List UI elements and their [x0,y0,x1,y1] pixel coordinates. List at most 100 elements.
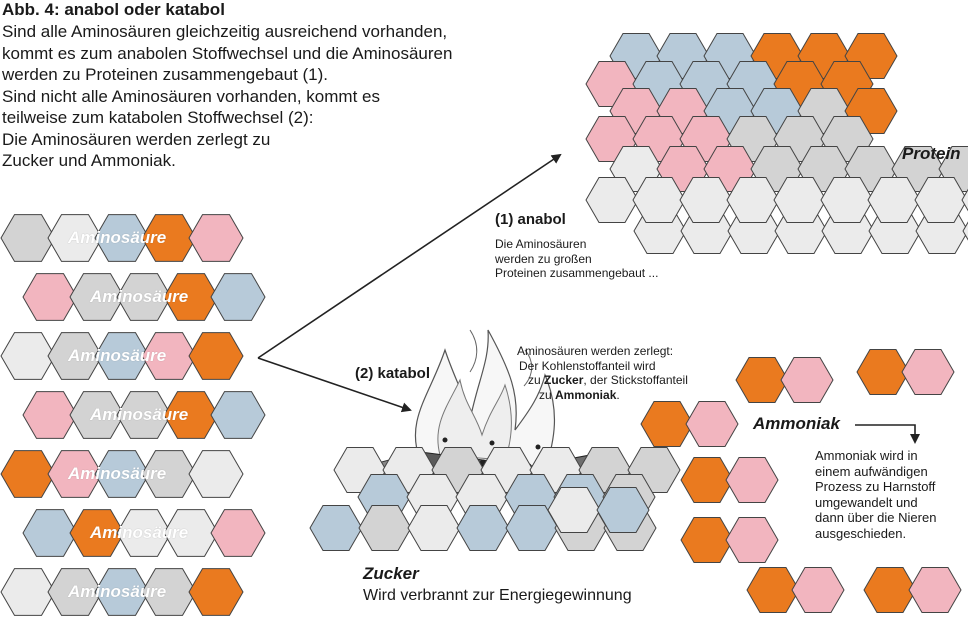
intro-text: Sind alle Aminosäuren gleichzeitig ausre… [2,21,562,172]
intro-line: teilweise zum katabolen Stoffwechsel (2)… [2,108,314,127]
amino-acid-hex [141,450,197,498]
chain-label: Aminosäure [68,464,167,483]
ammoniak-term: Ammoniak [555,387,617,402]
ammoniak-description: Ammoniak wird in einem aufwändigen Proze… [815,448,936,541]
katabol-line: Der Kohlenstoffanteil wird [519,358,656,373]
ammoniak-line: Prozess zu Harnstoff [815,479,936,494]
chain-label: Aminosäure [68,346,167,365]
amino-acid-hex [0,332,56,380]
anabol-line: Proteinen zusammengebaut ... [495,266,659,280]
amino-acid-hex [210,509,266,557]
amino-acid-hex [47,568,103,616]
protein-hex [820,177,874,223]
sugar-hex [456,505,510,551]
protein-hex [585,177,639,223]
amino-acid-hex [69,509,125,557]
zucker-subtext: Wird verbrannt zur Energiegewinnung [363,587,632,604]
ember-dot [535,444,541,450]
katabol-line: zu Zucker, der Stickstoffanteil [517,373,688,388]
amino-acid-hex [163,509,219,557]
arrow-anabol [257,153,562,359]
protein-label: Protein [902,144,961,163]
ammonia-hex [856,349,910,395]
ammonia-hex [685,401,739,447]
katabol-description: Aminosäuren werden zerlegt: Der Kohlenst… [517,344,688,402]
ember-dot [442,437,448,443]
katabol-line4-pre: zu [539,387,556,402]
ammoniak-line: Ammoniak wird in [815,448,918,463]
intro-line: Zucker und Ammoniak. [2,151,176,170]
chain-label: Aminosäure [90,405,189,424]
protein-hex [726,177,780,223]
sugar-hex [596,487,650,533]
amino-acid-hex [0,568,56,616]
amino-acid-hex [0,450,56,498]
sugar-hex [358,505,412,551]
anabol-line: Die Aminosäuren [495,237,587,251]
amino-acid-hex [94,332,150,380]
protein-hex [679,177,733,223]
anabol-heading: (1) anabol [495,211,566,228]
amino-acid-hex [47,214,103,262]
ammoniak-label: Ammoniak [753,414,840,433]
amino-acid-hex [141,332,197,380]
intro-line: Sind nicht alle Aminosäuren vorhanden, k… [2,86,380,106]
ammonia-hex [746,567,800,613]
ammoniak-line: dann über die Nieren [815,510,937,525]
ammonia-hex [908,567,962,613]
protein-hex [962,221,968,241]
anabol-line: werden zu großen [495,251,592,266]
amino-acid-hex [188,450,244,498]
protein-hex [914,177,968,223]
amino-acid-hex [188,568,244,616]
chain-label: Aminosäure [90,523,189,542]
amino-acid-hex [141,214,197,262]
amino-acid-hex [116,391,172,439]
amino-acid-hex [47,450,103,498]
intro-line: Die Aminosäuren werden zerlegt zu [2,129,271,149]
ammonia-hex [680,457,734,503]
katabol-line3-post: , der Stickstoffanteil [583,373,688,387]
ammoniak-line: ausgeschieden. [815,525,907,541]
arrow-ammoniak [855,424,920,444]
chain-label: Aminosäure [68,228,167,247]
protein-hex [867,177,921,223]
arrow-katabol [257,357,412,413]
sugar-hex [547,487,601,533]
katabol-heading: (2) katabol [355,365,431,382]
sugar-hex [407,505,461,551]
amino-acid-hex [188,214,244,262]
amino-acid-hex [22,273,78,321]
amino-acid-hex [22,391,78,439]
ember-dot [489,440,495,446]
sugar-hex [309,505,363,551]
amino-acid-hex [47,332,103,380]
ammonia-hex [780,357,834,403]
amino-acid-hex [69,391,125,439]
figure-title: Abb. 4: anabol oder katabol [2,0,225,19]
chain-label: Aminosäure [68,582,167,601]
sugar-hex [505,505,559,551]
flame-curl [469,329,478,373]
amino-acid-hex [210,273,266,321]
flame-inner [437,378,512,461]
ammonia-hex-pairs [640,349,962,613]
ember-dot [480,459,486,465]
amino-acid-hex [69,273,125,321]
amino-acid-hex [22,509,78,557]
amino-acid-hex [94,214,150,262]
protein-hex [961,188,968,212]
amino-acid-hex [163,391,219,439]
katabol-line3-pre: zu [528,373,545,387]
katabol-line: zu Ammoniak. [517,388,688,403]
ammonia-hex [735,357,789,403]
flame-curl [523,349,533,387]
amino-acid-hex [116,509,172,557]
ammonia-hex [725,517,779,563]
protein-hex [773,177,827,223]
ammonia-hex [640,401,694,447]
ammonia-hex [680,517,734,563]
ammoniak-line: umgewandelt und [815,494,918,510]
ammonia-hex [863,567,917,613]
